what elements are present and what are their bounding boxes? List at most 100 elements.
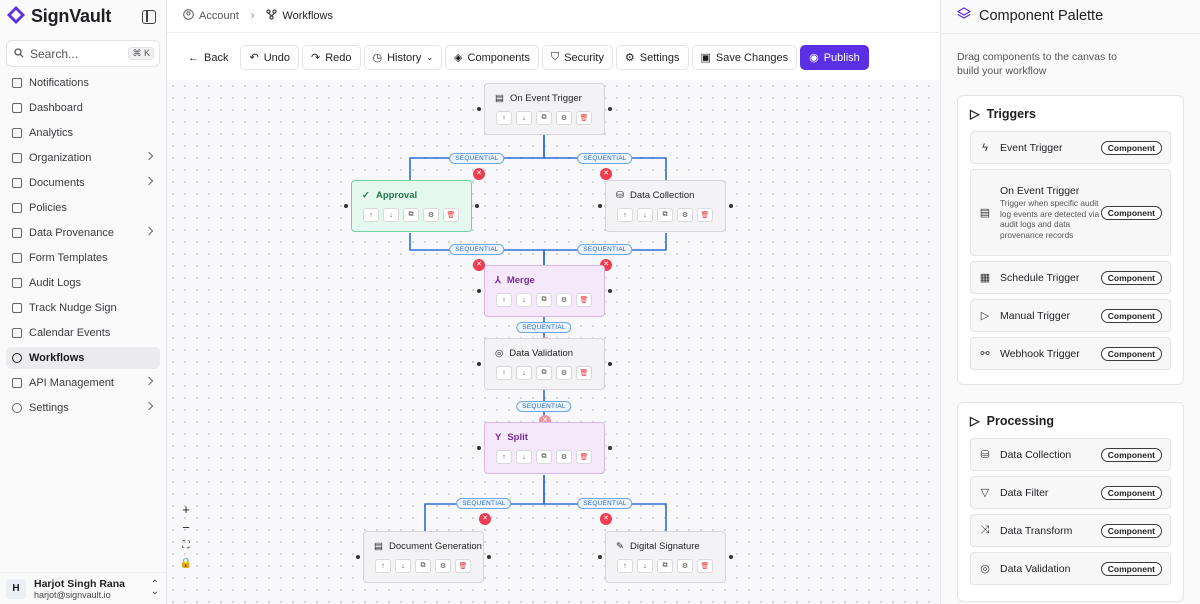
gear-icon[interactable]: ⚙ (556, 450, 572, 464)
node-approval[interactable]: ✓Approval ↑↓⧉⚙🗑 (344, 180, 479, 232)
output-port[interactable] (487, 555, 491, 559)
input-port[interactable] (477, 362, 481, 366)
node-document-generation[interactable]: ▤Document Generation ↑↓⧉⚙🗑 (356, 531, 491, 583)
gear-icon[interactable]: ⚙ (556, 111, 572, 125)
move-up-icon[interactable]: ↑ (363, 208, 379, 222)
duplicate-icon[interactable]: ⧉ (657, 208, 673, 222)
node-digital-signature[interactable]: ✎Digital Signature ↑↓⧉⚙🗑 (598, 531, 733, 583)
node-merge[interactable]: ⅄Merge ↑↓⧉⚙🗑 (477, 265, 612, 317)
sidebar-item-calendar-events[interactable]: Calendar Events (6, 322, 160, 344)
sidebar-item-organization[interactable]: Organization (6, 147, 160, 169)
user-menu[interactable]: H Harjot Singh Rana harjot@signvault.io … (0, 572, 167, 604)
input-port[interactable] (598, 555, 602, 559)
move-down-icon[interactable]: ↓ (637, 559, 653, 573)
trash-icon[interactable]: 🗑 (443, 208, 459, 222)
move-up-icon[interactable]: ↑ (617, 208, 633, 222)
input-port[interactable] (598, 204, 602, 208)
trash-icon[interactable]: 🗑 (455, 559, 471, 573)
chevron-up-down-icon[interactable]: ⌃⌄ (150, 579, 159, 597)
sidebar-item-workflows[interactable]: Workflows (6, 347, 160, 369)
undo-button[interactable]: ↶Undo (240, 45, 299, 70)
breadcrumb-account[interactable]: Account (183, 9, 239, 23)
gear-icon[interactable]: ⚙ (423, 208, 439, 222)
move-up-icon[interactable]: ↑ (496, 293, 512, 307)
input-port[interactable] (344, 204, 348, 208)
redo-button[interactable]: ↷Redo (301, 45, 361, 70)
duplicate-icon[interactable]: ⧉ (536, 450, 552, 464)
save-changes-button[interactable]: ▣Save Changes (691, 45, 798, 70)
components-button[interactable]: ◈Components (445, 45, 539, 70)
output-port[interactable] (608, 289, 612, 293)
lock-icon[interactable]: 🔒 (179, 557, 193, 569)
delete-edge-icon[interactable]: ✕ (479, 513, 491, 525)
move-down-icon[interactable]: ↓ (516, 450, 532, 464)
sidebar-item-dashboard[interactable]: Dashboard (6, 97, 160, 119)
move-up-icon[interactable]: ↑ (496, 366, 512, 380)
node-data-collection[interactable]: ⛁Data Collection ↑↓⧉⚙🗑 (598, 180, 733, 232)
history-dropdown[interactable]: ◷History⌄ (363, 45, 443, 70)
trash-icon[interactable]: 🗑 (576, 450, 592, 464)
duplicate-icon[interactable]: ⧉ (536, 293, 552, 307)
zoom-out-icon[interactable]: − (182, 519, 190, 535)
move-down-icon[interactable]: ↓ (395, 559, 411, 573)
duplicate-icon[interactable]: ⧉ (536, 111, 552, 125)
delete-edge-icon[interactable]: ✕ (473, 259, 485, 271)
settings-button[interactable]: ⚙Settings (615, 45, 689, 70)
sidebar-item-data-provenance[interactable]: Data Provenance (6, 222, 160, 244)
input-port[interactable] (356, 555, 360, 559)
duplicate-icon[interactable]: ⧉ (415, 559, 431, 573)
app-logo[interactable]: SignVault (7, 6, 111, 27)
duplicate-icon[interactable]: ⧉ (536, 366, 552, 380)
sidebar-item-audit-logs[interactable]: Audit Logs (6, 272, 160, 294)
move-down-icon[interactable]: ↓ (516, 111, 532, 125)
output-port[interactable] (608, 107, 612, 111)
trash-icon[interactable]: 🗑 (576, 366, 592, 380)
input-port[interactable] (477, 446, 481, 450)
move-up-icon[interactable]: ↑ (375, 559, 391, 573)
trash-icon[interactable]: 🗑 (576, 111, 592, 125)
delete-edge-icon[interactable]: ✕ (600, 168, 612, 180)
sidebar-item-notifications[interactable]: Notifications (6, 72, 160, 94)
output-port[interactable] (729, 555, 733, 559)
input-port[interactable] (477, 289, 481, 293)
search-input[interactable]: Search... ⌘ K (6, 40, 160, 67)
sidebar-item-settings[interactable]: Settings (6, 397, 160, 419)
sidebar-item-policies[interactable]: Policies (6, 197, 160, 219)
security-button[interactable]: ⛉Security (541, 45, 613, 70)
publish-button[interactable]: ◉Publish (800, 45, 869, 70)
output-port[interactable] (608, 362, 612, 366)
trash-icon[interactable]: 🗑 (697, 559, 713, 573)
fit-view-icon[interactable]: ⛶ (182, 539, 190, 551)
delete-edge-icon[interactable]: ✕ (600, 513, 612, 525)
node-data-validation[interactable]: ◎Data Validation ↑↓⧉⚙🗑 (477, 338, 612, 390)
trash-icon[interactable]: 🗑 (697, 208, 713, 222)
move-down-icon[interactable]: ↓ (637, 208, 653, 222)
sidebar-item-form-templates[interactable]: Form Templates (6, 247, 160, 269)
breadcrumb-workflows[interactable]: Workflows (266, 9, 333, 23)
move-down-icon[interactable]: ↓ (383, 208, 399, 222)
delete-edge-icon[interactable]: ✕ (473, 168, 485, 180)
node-on-event-trigger[interactable]: ▤On Event Trigger ↑↓⧉⚙🗑 (477, 83, 612, 135)
gear-icon[interactable]: ⚙ (677, 559, 693, 573)
workflow-canvas[interactable]: SEQUENTIAL SEQUENTIAL SEQUENTIAL SEQUENT… (167, 80, 939, 604)
trash-icon[interactable]: 🗑 (576, 293, 592, 307)
gear-icon[interactable]: ⚙ (556, 293, 572, 307)
gear-icon[interactable]: ⚙ (556, 366, 572, 380)
output-port[interactable] (475, 204, 479, 208)
sidebar-toggle-icon[interactable] (142, 10, 156, 24)
move-up-icon[interactable]: ↑ (496, 450, 512, 464)
move-up-icon[interactable]: ↑ (617, 559, 633, 573)
back-button[interactable]: ←Back (179, 45, 238, 70)
sidebar-item-api-management[interactable]: API Management (6, 372, 160, 394)
input-port[interactable] (477, 107, 481, 111)
output-port[interactable] (729, 204, 733, 208)
move-up-icon[interactable]: ↑ (496, 111, 512, 125)
